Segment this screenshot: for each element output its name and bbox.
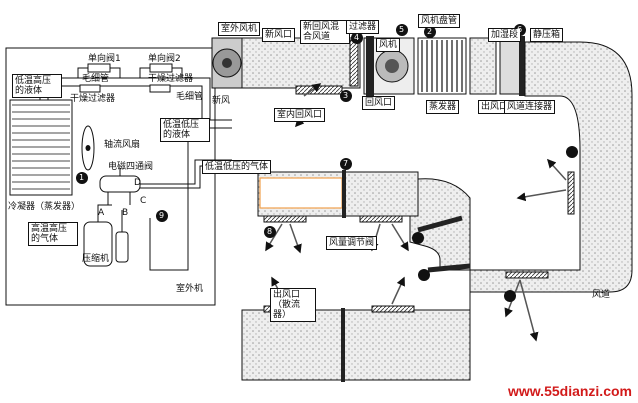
marker-5: 5 <box>399 25 405 34</box>
marker-4: 4 <box>354 33 360 42</box>
plenum-box <box>499 37 521 95</box>
highlight-box <box>259 177 343 209</box>
marker-7: 7 <box>343 159 349 168</box>
label-low-temp-low-press-liquid: 低温低压 的液体 <box>160 118 210 142</box>
label-duct-connector: 风道连接器 <box>504 100 556 114</box>
marker-6: 6 <box>517 25 523 34</box>
branch-damper <box>417 215 463 233</box>
outdoor-unit-frame <box>5 47 216 306</box>
marker-9: 9 <box>159 211 165 220</box>
marker-2: 2 <box>427 27 433 36</box>
label-capillary-2: 毛细管 <box>176 92 204 102</box>
diffuser-bottom <box>505 271 549 279</box>
label-solenoid-valve: 电磁四通阀 <box>108 162 154 172</box>
label-check-valve-2: 单向阀2 <box>148 54 181 64</box>
compressor <box>83 204 129 267</box>
label-humidifier: 加湿段 <box>488 28 522 42</box>
condenser-coil <box>9 99 73 196</box>
label-air-duct: 风道 <box>592 290 611 300</box>
label-return-air: 回风口 <box>362 96 396 110</box>
diffuser-upper-left <box>263 215 307 223</box>
label-axial-fan: 轴流风扇 <box>104 140 141 150</box>
mixing-duct <box>239 37 361 89</box>
humidifier-section <box>469 37 497 95</box>
label-port-d: D <box>134 178 141 188</box>
marker-3: 3 <box>343 91 349 100</box>
label-check-valve-1: 单向阀1 <box>88 54 121 64</box>
label-port-b: B <box>122 208 129 218</box>
marker-circles <box>76 24 578 302</box>
watermark: www.55dianzi.com <box>508 383 632 399</box>
label-fresh-air-inlet: 新风口 <box>262 28 296 42</box>
label-outdoor-unit: 室外机 <box>176 284 204 294</box>
label-dryer-1: 干燥过滤器 <box>70 94 116 104</box>
label-air-volume-valve: 风量调节阀 <box>326 236 378 250</box>
return-inlet-grille <box>295 85 343 95</box>
label-silencer: 静压箱 <box>530 28 564 42</box>
label-condenser: 冷凝器（蒸发器） <box>8 202 81 212</box>
label-coil: 风机盘管 <box>418 14 461 28</box>
label-outlet-diffuser: 出风口 （散流器） <box>270 288 316 322</box>
diffuser-side <box>567 171 575 215</box>
outdoor-fan-unit <box>211 37 243 89</box>
check-valves <box>77 63 183 78</box>
label-mixing-duct: 新回风混合风道 <box>300 20 350 44</box>
label-low-temp-low-press-gas: 低温低压的气体 <box>202 160 272 174</box>
pipe-bottom <box>149 130 189 271</box>
label-high-temp-high-press-gas: 高温高压 的气体 <box>28 222 78 246</box>
label-return-inlet: 室内回风口 <box>274 108 326 122</box>
marker-1: 1 <box>79 173 85 182</box>
dryer-filters <box>79 84 171 93</box>
static-plate <box>519 36 525 96</box>
marker-8: 8 <box>267 227 273 236</box>
label-low-temp-high-press-liquid: 低温高压 的液体 <box>12 74 62 98</box>
label-fan: 风机 <box>376 38 401 52</box>
label-evaporator: 蒸发器 <box>426 100 460 114</box>
label-dryer-2: 干燥过滤器 <box>148 74 194 84</box>
label-fresh-air: 新风 <box>212 96 231 106</box>
label-capillary-1: 毛细管 <box>82 74 110 84</box>
coil-section <box>417 37 467 95</box>
label-port-a: A <box>98 208 105 218</box>
label-filter: 过滤器 <box>346 20 380 34</box>
branch-damper-2 <box>427 263 471 273</box>
label-outdoor-fan: 室外风机 <box>218 22 261 36</box>
airflow-arrows <box>265 83 567 342</box>
diffuser-upper-right <box>359 215 403 223</box>
diffuser-lower-right <box>371 305 415 313</box>
filter-panel <box>349 39 359 87</box>
label-port-c: C <box>140 196 147 206</box>
axial-fan <box>81 125 95 171</box>
return-air-damper <box>366 36 374 96</box>
main-duct <box>241 41 633 381</box>
label-compressor: 压缩机 <box>82 254 110 264</box>
blower <box>375 49 409 83</box>
